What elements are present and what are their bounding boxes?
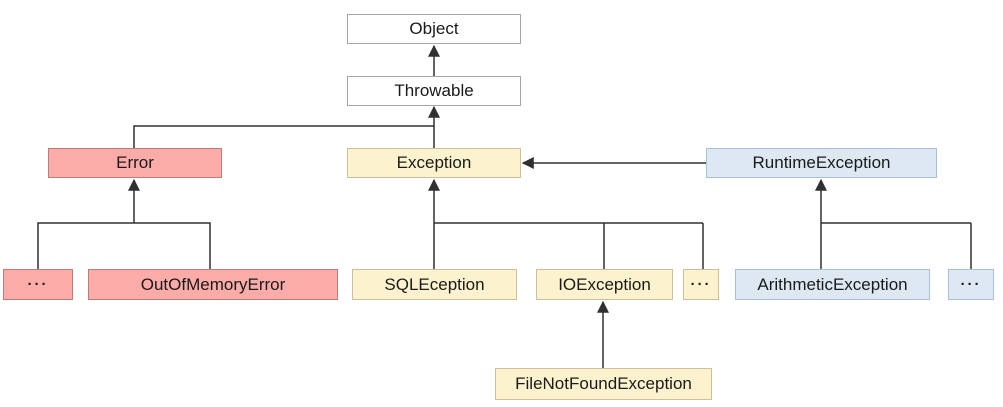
node-error-ellipsis-label: ··· <box>27 276 49 293</box>
node-out-of-memory-error-label: OutOfMemoryError <box>140 274 286 294</box>
node-runtime-exception-label: RuntimeException <box>752 153 891 172</box>
node-io-exception: IOException <box>536 269 673 300</box>
node-sql-eception: SQLEception <box>352 269 517 300</box>
node-out-of-memory-error: OutOfMemoryError <box>88 269 338 300</box>
node-runtime-ellipsis: ··· <box>948 269 994 300</box>
node-arithmetic-exception: ArithmeticException <box>735 269 930 300</box>
node-throwable: Throwable <box>347 76 521 106</box>
node-file-not-found-exception-label: FileNotFoundException <box>515 374 692 393</box>
node-error-label: Error <box>116 153 154 172</box>
node-file-not-found-exception: FileNotFoundException <box>495 368 712 400</box>
node-arithmetic-exception-label: ArithmeticException <box>757 274 908 294</box>
node-error: Error <box>48 148 222 178</box>
node-error-ellipsis: ··· <box>3 269 73 300</box>
node-runtime-exception: RuntimeException <box>706 148 937 178</box>
node-sql-eception-label: SQLEception <box>384 274 485 294</box>
node-object: Object <box>347 14 521 44</box>
node-io-exception-label: IOException <box>558 274 651 294</box>
node-exception: Exception <box>347 148 521 178</box>
node-exception-label: Exception <box>396 153 472 172</box>
node-exception-ellipsis: ··· <box>683 269 719 300</box>
node-exception-ellipsis-label: ··· <box>690 276 712 293</box>
node-runtime-ellipsis-label: ··· <box>960 276 982 293</box>
node-throwable-label: Throwable <box>394 81 474 100</box>
node-object-label: Object <box>409 19 459 38</box>
